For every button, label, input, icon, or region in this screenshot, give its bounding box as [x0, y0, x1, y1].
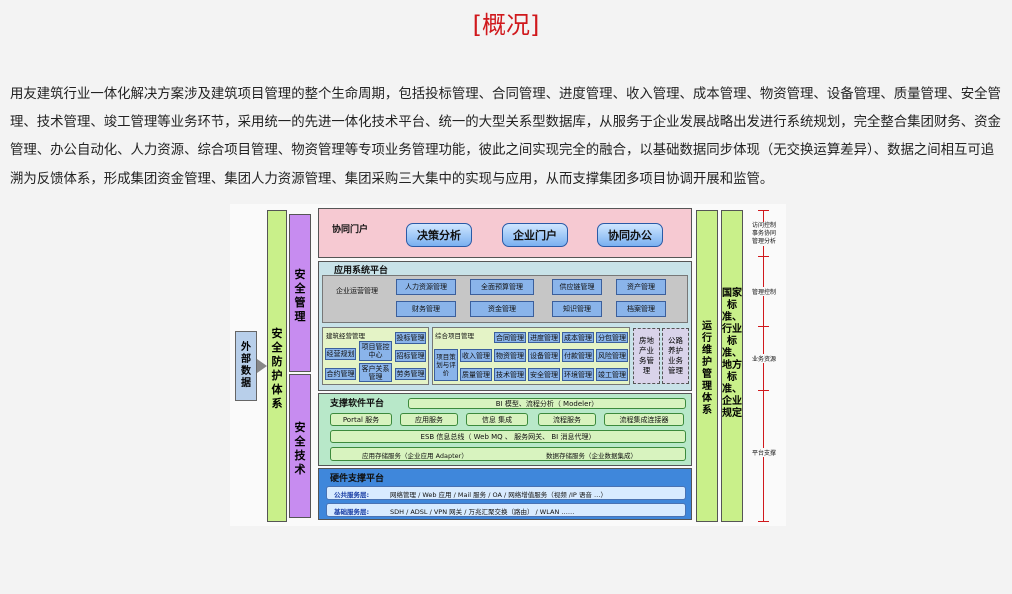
storage-data-text: 数据存储服务（企业数据集成）	[546, 452, 637, 460]
scale-label-3: 业务资源	[752, 354, 777, 363]
security-mgmt-column	[289, 214, 311, 372]
ops-system-column	[696, 210, 718, 522]
base-service-row	[326, 503, 686, 517]
support-platform-title: 支撑软件平台	[330, 399, 385, 409]
pm-quality-cell: 质量管理	[460, 368, 492, 381]
pm-tech-cell: 技术管理	[494, 368, 526, 381]
process-service-cell: 流程服务	[538, 413, 596, 426]
supply-chain-cell: 供应链管理	[552, 279, 602, 295]
scale-tick-1	[758, 210, 769, 211]
pm-income-cell: 收入管理	[460, 349, 492, 362]
info-integration-cell: 信息 集成	[466, 413, 528, 426]
business-planning-cell: 经营规划	[325, 348, 356, 360]
highway-box: 公路养护业务管理	[662, 328, 689, 384]
scale-label-1: 访问控制 事务协同 管理分析	[752, 222, 777, 246]
pm-cost-cell: 成本管理	[562, 332, 594, 343]
construction-mgmt-title: 建筑经营管理	[326, 332, 365, 340]
archive-mgmt-cell: 档案管理	[616, 301, 666, 317]
project-control-cell: 项目管控中心	[359, 341, 392, 361]
public-service-row	[326, 486, 686, 500]
architecture-diagram: 外部数据 安全防护体系 安全管理 安全技术 协同门户 决策分析 企业门户 协同办…	[230, 204, 786, 526]
portal-service-cell: Portal 服务	[330, 413, 392, 426]
public-service-label: 公共服务层:	[334, 491, 370, 499]
asset-mgmt-cell: 资产管理	[616, 279, 666, 295]
pm-safety-cell: 安全管理	[528, 368, 560, 381]
external-data-label: 外部数据	[241, 342, 251, 389]
hardware-platform-title: 硬件支撑平台	[330, 474, 385, 484]
scale-tick-2	[758, 256, 769, 257]
security-tech-label: 安全技术	[294, 421, 306, 476]
tender-mgmt-cell: 招标管理	[395, 350, 426, 362]
pm-payment-cell: 付款管理	[562, 349, 594, 362]
labor-mgmt-cell: 劳务管理	[395, 368, 426, 380]
storage-service-cell	[330, 447, 686, 461]
pm-material-cell: 物资管理	[494, 349, 526, 362]
crm-cell: 客户关系管理	[359, 363, 392, 382]
pm-contract-cell: 合同管理	[494, 332, 526, 343]
scale-tick-5	[758, 521, 769, 522]
external-data-box	[235, 331, 257, 401]
standards-column	[721, 210, 743, 522]
scale-label-2: 管理控制	[752, 287, 777, 296]
scale-tick-4	[758, 390, 769, 391]
intro-paragraph: 用友建筑行业一体化解决方案涉及建筑项目管理的整个生命周期，包括投标管理、合同管理…	[10, 87, 1001, 187]
collab-office-button[interactable]: 协同办公	[597, 223, 663, 247]
decision-analysis-button[interactable]: 决策分析	[406, 223, 472, 247]
pm-environment-cell: 环境管理	[562, 368, 594, 381]
pm-equipment-cell: 设备管理	[528, 349, 560, 362]
process-connector-cell: 流程集成连接器	[604, 413, 684, 426]
security-tech-column	[289, 374, 311, 518]
base-service-text: SDH / ADSL / VPN 网关 / 万兆汇聚交换（路由） / WLAN …	[390, 508, 575, 516]
project-mgmt-title: 综合项目管理	[435, 332, 474, 340]
enterprise-ops-label: 企业运营管理	[336, 287, 378, 295]
pm-planning-cell: 项目策划与评价	[434, 349, 458, 381]
enterprise-portal-button[interactable]: 企业门户	[502, 223, 568, 247]
hr-mgmt-cell: 人力资源管理	[396, 279, 456, 295]
budget-mgmt-cell: 全面预算管理	[470, 279, 534, 295]
scale-label-4: 平台支撑	[752, 448, 777, 457]
finance-mgmt-cell: 财务管理	[396, 301, 456, 317]
external-arrow	[257, 359, 267, 373]
storage-app-text: 应用存储服务（企业应用 Adapter）	[362, 452, 468, 460]
standards-label: 国家标准、行业标准、地方标准、企业规定	[722, 288, 742, 419]
security-system-column	[267, 210, 287, 522]
app-platform-title: 应用系统平台	[334, 266, 389, 276]
pm-completion-cell: 竣工管理	[596, 368, 628, 381]
base-service-label: 基础服务层:	[334, 508, 370, 516]
public-service-text: 网络管理 / Web 应用 / Mail 服务 / OA / 网络增值服务（视频…	[390, 491, 607, 499]
pm-progress-cell: 进度管理	[528, 332, 560, 343]
page-title: [概况]	[472, 11, 540, 39]
bid-mgmt-cell: 投标管理	[395, 332, 426, 344]
real-estate-box: 房地产业务管理	[633, 328, 660, 384]
pm-risk-cell: 风险管理	[596, 349, 628, 362]
contract-mgmt-cell: 合约管理	[325, 368, 356, 380]
pm-subcontract-cell: 分包管理	[596, 332, 628, 343]
esb-bus-cell: ESB 信息总线（ Web MQ 、 服务网关、 BI 消息代理）	[330, 430, 686, 443]
security-mgmt-label: 安全管理	[294, 268, 306, 323]
app-service-cell: 应用服务	[400, 413, 458, 426]
bi-modeler-cell: BI 模型、流程分析（ Modeler）	[408, 398, 686, 409]
security-system-label: 安全防护体系	[271, 327, 283, 410]
scale-line	[763, 210, 764, 522]
scale-tick-3	[758, 326, 769, 327]
knowledge-mgmt-cell: 知识管理	[552, 301, 602, 317]
collab-portal-title: 协同门户	[332, 225, 369, 235]
ops-system-label: 运行维护管理体系	[702, 321, 712, 416]
fund-mgmt-cell: 资金管理	[470, 301, 534, 317]
